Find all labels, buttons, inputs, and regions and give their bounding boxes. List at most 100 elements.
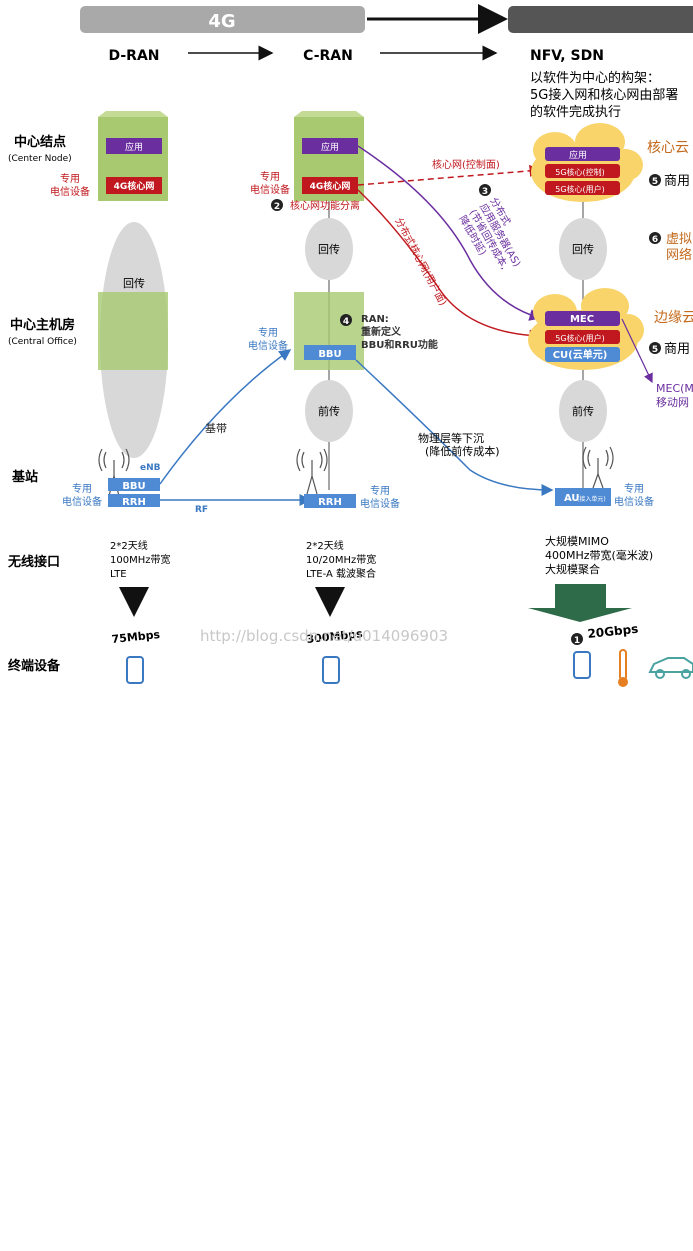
car-icon	[648, 657, 693, 679]
cran-backhaul-label: 回传	[318, 243, 340, 256]
marker-5b	[649, 342, 661, 354]
dran-radio-line2: 100MHz带宽	[110, 553, 170, 566]
dran-bbu	[108, 478, 160, 491]
cran-bbu	[304, 345, 356, 360]
dran-speed: 75Mbps	[111, 628, 161, 646]
dran-radio-line1: 2*2天线	[110, 539, 148, 552]
marker-4-label: 4	[343, 317, 349, 327]
cran-bs-dedicated-line2: 电信设备	[360, 497, 400, 510]
dist-as-arrow	[357, 145, 542, 321]
dran-rrh-label: RRH	[122, 497, 146, 508]
rf-label: RF	[195, 505, 208, 515]
cran-fronthaul-label: 前传	[318, 404, 340, 418]
phy-sink-line1: 物理层等下沉	[418, 431, 484, 445]
nfv-au	[555, 488, 611, 506]
dran-backhaul-label: 回传	[123, 277, 145, 290]
baseband-label: 基带	[205, 422, 227, 435]
dran-app-tag	[106, 138, 162, 154]
core-control-label: 核心网(控制面)	[432, 158, 500, 171]
cran-radio-line1: 2*2天线	[306, 539, 344, 552]
dran-office-box	[98, 292, 168, 370]
marker-6	[649, 232, 661, 244]
dran-core4g-label: 4G核心网	[114, 180, 155, 192]
cran-dedicated-line1: 专用	[260, 170, 280, 183]
cran-rrh	[304, 494, 356, 508]
dran-radio-line3: LTE	[110, 569, 127, 580]
nfv-bs-dedicated-line2: 电信设备	[614, 495, 654, 508]
edge-cu	[545, 347, 620, 362]
cran-fronthaul-ellipse	[305, 380, 353, 442]
banner-5g-bar	[508, 6, 693, 33]
thermometer-icon	[618, 649, 628, 687]
cran-tower-icon	[296, 448, 328, 495]
core-cloud-label: 核心云	[647, 140, 689, 156]
banner-4g-bar	[80, 6, 365, 33]
edge-mec	[545, 311, 620, 326]
cran-bbu-label: BBU	[318, 349, 341, 360]
edge-cloud-label: 边缘云	[654, 310, 693, 326]
cran-bs-dedicated-line1: 专用	[370, 484, 390, 497]
cran-core4g-tag	[302, 177, 358, 194]
marker-3-label: 3	[482, 187, 488, 197]
core-cloud-5g-user-label: 5G核心(用户)	[555, 184, 605, 194]
cran-app-label: 应用	[321, 141, 339, 153]
core-control-arrow	[357, 164, 542, 186]
nfv-desc-line1: 以软件为中心的构架：	[530, 70, 660, 86]
nfv-au-sub: (接入单元)	[577, 495, 606, 503]
marker-3	[479, 184, 491, 196]
edge-cu-label: CU(云单元)	[553, 348, 608, 361]
ran-redefine-line3: BBU和RRU功能	[361, 338, 438, 351]
dran-app-label: 应用	[125, 141, 143, 153]
row-center-node: 中心结点	[14, 134, 66, 150]
nfv-desc-line2: 5G接入网和核心网由部署	[530, 87, 678, 103]
core-cloud-app-label: 应用	[569, 149, 587, 161]
dran-rrh	[108, 494, 160, 507]
core-split-label: 核心网功能分离	[290, 199, 360, 212]
cran-app-tag	[302, 138, 358, 154]
nfv-au-label: AU	[564, 493, 580, 504]
mec-note-line1: MEC(M	[656, 382, 693, 395]
cran-phone-icon	[322, 656, 340, 684]
mec-note-arrow	[621, 318, 653, 384]
column-nfv: NFV, SDN	[530, 48, 604, 64]
dist-core-user-label: 分布式核心网(用户面)	[392, 215, 449, 308]
nfv-tower-icon	[582, 446, 614, 489]
marker-2	[271, 199, 283, 211]
commercial-label-b: 商用	[664, 342, 690, 357]
marker-5a	[649, 174, 661, 186]
row-central-office: 中心主机房	[10, 317, 75, 333]
marker-1-label: 1	[574, 636, 580, 646]
baseband-arrow	[159, 349, 292, 485]
cran-dedicated-line2: 电信设备	[250, 183, 290, 196]
nfv-bs-dedicated-line1: 专用	[624, 482, 644, 495]
core-cloud-5g-control	[545, 164, 620, 178]
dran-dedicated-line2: 电信设备	[50, 185, 90, 198]
dran-center-box-top	[98, 111, 168, 117]
cran-office-dedicated-line2: 电信设备	[248, 339, 288, 352]
dran-bs-dedicated-line1: 专用	[72, 482, 92, 495]
cran-radio-line2: 10/20MHz带宽	[306, 553, 376, 566]
dran-enb-label: eNB	[140, 463, 161, 473]
column-dran: D-RAN	[108, 48, 159, 64]
mec-note-line2: 移动网	[656, 396, 689, 409]
core-cloud-5g-control-label: 5G核心(控制)	[555, 167, 605, 177]
cran-rrh-label: RRH	[318, 497, 342, 508]
row-base-station: 基站	[11, 469, 38, 485]
ran-redefine-line1: RAN:	[361, 314, 389, 325]
dist-core-user-arrow	[357, 189, 542, 342]
cran-speed: 300Mbps	[306, 627, 364, 646]
cran-backhaul-ellipse	[305, 218, 353, 280]
column-cran: C-RAN	[303, 48, 353, 64]
dran-dedicated-line1: 专用	[60, 172, 80, 185]
nfv-backhaul-label: 回传	[572, 243, 594, 256]
nfv-fronthaul-ellipse	[559, 380, 607, 442]
marker-2-label: 2	[274, 202, 280, 212]
phy-sink-arrow	[355, 359, 554, 496]
dran-core4g-tag	[106, 177, 162, 194]
nfv-speed: 20Gbps	[587, 622, 639, 641]
nfv-radio-line3: 大规模聚合	[545, 562, 600, 576]
nfv-radio-line2: 400MHz带宽(毫米波)	[545, 548, 653, 562]
marker-5a-label: 5	[652, 177, 658, 187]
phy-sink-line2: (降低前传成本)	[425, 444, 500, 458]
marker-4	[340, 314, 352, 326]
